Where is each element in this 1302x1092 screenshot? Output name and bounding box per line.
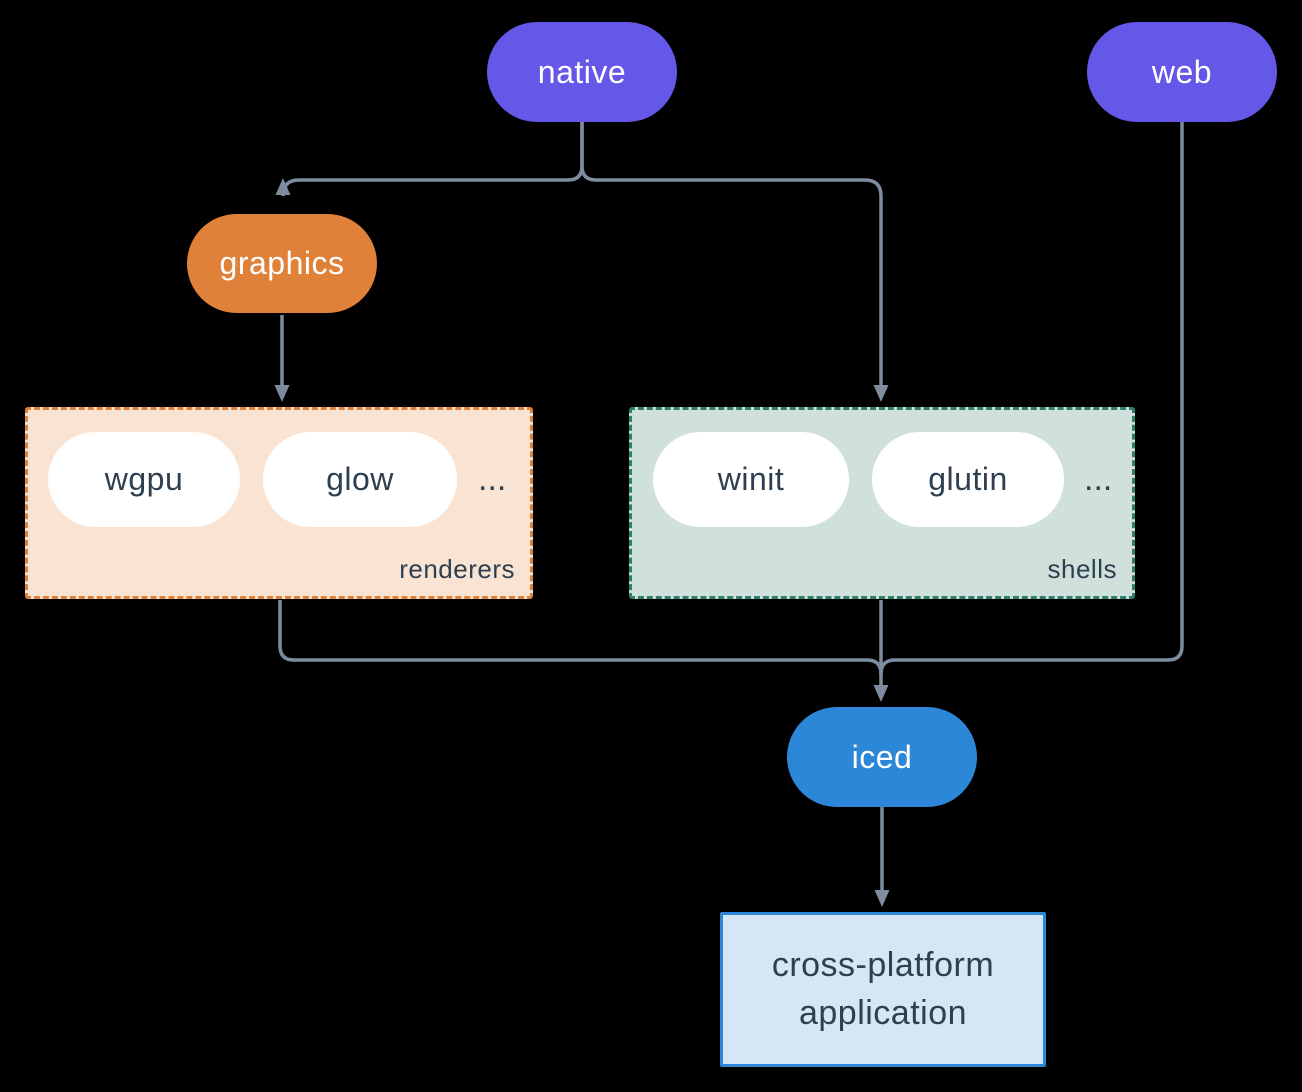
node-glutin: glutin <box>872 432 1064 527</box>
group-renderers-label: renderers <box>399 554 515 584</box>
node-graphics: graphics <box>187 214 377 313</box>
node-glutin-label: glutin <box>928 461 1008 497</box>
node-winit: winit <box>653 432 849 527</box>
connector-renderers-to-iced <box>278 600 883 675</box>
group-renderers: wgpu glow ... renderers <box>25 407 533 599</box>
node-application-label: cross-platform application <box>771 945 995 1032</box>
node-web: web <box>1087 22 1277 122</box>
node-glow: glow <box>263 432 457 527</box>
connector-native-to-shells <box>580 122 889 402</box>
group-shells: winit glutin ... shells <box>629 407 1135 599</box>
node-glow-label: glow <box>326 461 394 497</box>
group-shells-label: shells <box>1047 554 1117 584</box>
node-native-label: native <box>537 53 627 90</box>
node-cross-platform-application: cross-platform application <box>720 912 1046 1067</box>
node-winit-label: winit <box>717 461 785 497</box>
node-wgpu-label: wgpu <box>104 461 184 497</box>
node-wgpu: wgpu <box>48 432 240 527</box>
node-iced-label: iced <box>851 738 913 775</box>
node-web-label: web <box>1151 53 1213 90</box>
node-graphics-label: graphics <box>219 245 345 281</box>
renderers-ellipsis: ... <box>478 460 507 498</box>
node-native: native <box>487 22 677 122</box>
connector-native-to-graphics <box>275 122 584 197</box>
shells-ellipsis: ... <box>1084 460 1113 498</box>
node-iced: iced <box>787 707 977 807</box>
